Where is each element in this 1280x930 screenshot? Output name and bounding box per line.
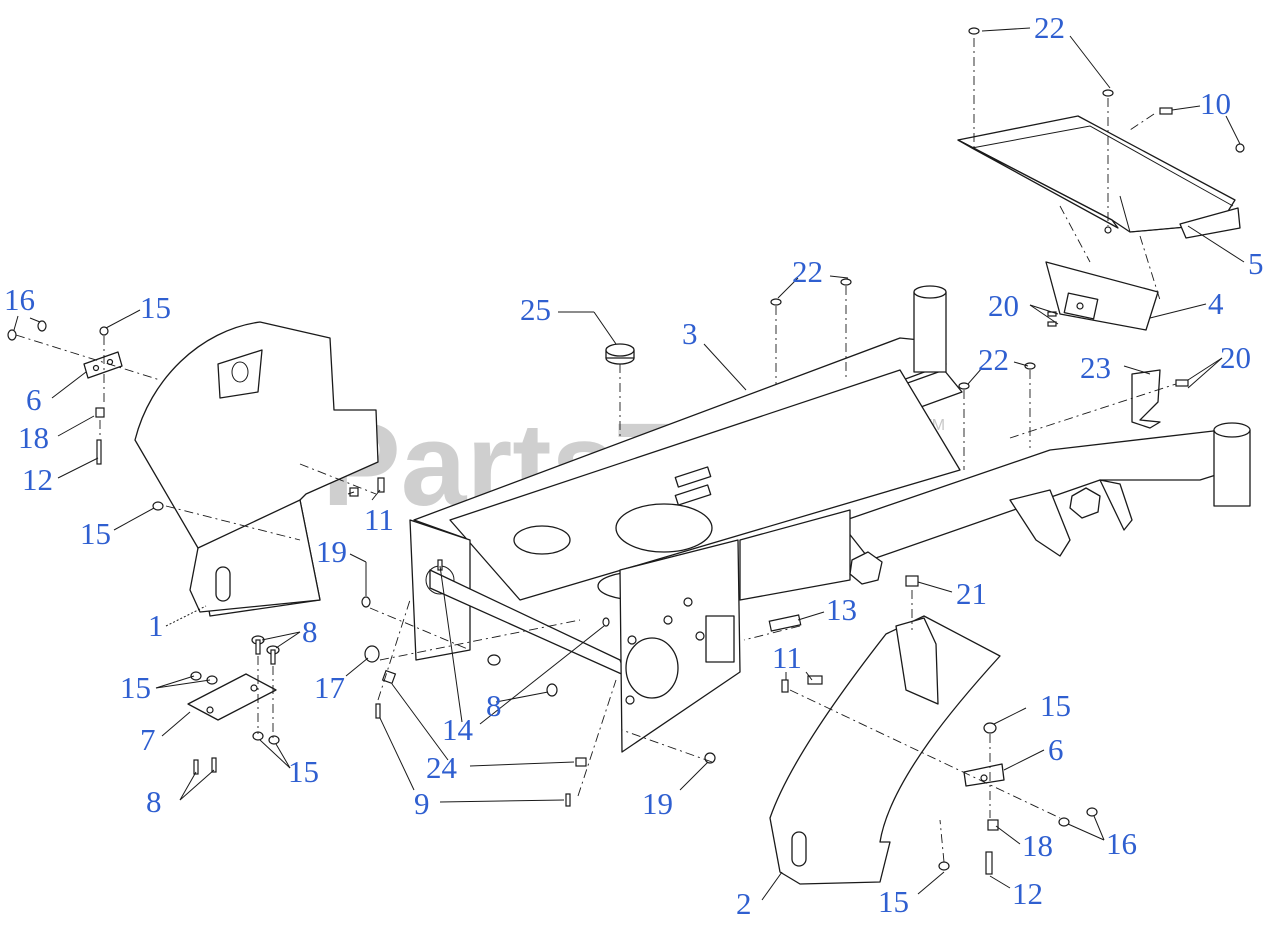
callout-7: 7	[140, 722, 156, 757]
callout-4: 4	[1208, 286, 1224, 321]
callout-9: 9	[414, 786, 430, 821]
callout-12-right: 12	[1012, 876, 1043, 911]
callout-22-top: 22	[1034, 10, 1065, 45]
callout-18-right: 18	[1022, 828, 1053, 863]
callout-12-left: 12	[22, 462, 53, 497]
callout-8-lower: 8	[146, 784, 162, 819]
callout-19-left: 19	[316, 534, 347, 569]
assembly-centerlines	[15, 38, 1177, 863]
callout-20-right: 20	[1220, 340, 1251, 375]
callout-13: 13	[826, 592, 857, 627]
callout-18-left: 18	[18, 420, 49, 455]
callout-23: 23	[1080, 350, 1111, 385]
callout-11-left: 11	[364, 502, 394, 537]
callout-15-bracket-left: 15	[120, 670, 151, 705]
plate-part-7	[187, 673, 277, 721]
callout-24: 24	[426, 750, 458, 785]
callout-22-middle: 22	[792, 254, 823, 289]
plug-part-25	[605, 343, 635, 365]
bracket-part-6-left	[83, 351, 123, 379]
callout-15-top-left: 15	[140, 290, 171, 325]
callout-6-right: 6	[1048, 732, 1064, 767]
callout-10: 10	[1200, 86, 1231, 121]
callout-11-right: 11	[772, 640, 802, 675]
callout-25: 25	[520, 292, 551, 327]
callout-3: 3	[682, 316, 698, 351]
callout-8-upper: 8	[302, 614, 318, 649]
callout-1: 1	[148, 608, 164, 643]
callout-21: 21	[956, 576, 987, 611]
main-frame-part-3	[409, 285, 1251, 753]
top-shield-part-5	[957, 115, 1241, 239]
callout-17: 17	[314, 670, 345, 705]
plate-part-4	[1045, 261, 1159, 331]
right-fender-part-2	[769, 615, 1001, 885]
callout-15-mid-left: 15	[80, 516, 111, 551]
callout-19-right: 19	[642, 786, 673, 821]
bracket-part-6-right	[963, 763, 1005, 787]
bracket-part-23	[1131, 369, 1161, 429]
callout-15-right-upper: 15	[1040, 688, 1071, 723]
callout-8-middle: 8	[486, 688, 502, 723]
callout-20-upper: 20	[988, 288, 1019, 323]
callout-16-right: 16	[1106, 826, 1137, 861]
leader-lines	[13, 27, 1245, 901]
callout-15-right-lower: 15	[878, 884, 909, 919]
callout-22-right: 22	[978, 342, 1009, 377]
part-callouts: 22 10 5 4 20 20 23 22 22 3 25 16 15 6 18…	[4, 10, 1264, 921]
callout-2: 2	[736, 886, 752, 921]
callout-15-bottom-left: 15	[288, 754, 319, 789]
callout-5: 5	[1248, 246, 1264, 281]
callout-16-left: 16	[4, 282, 35, 317]
left-fender-part-1	[134, 321, 379, 617]
callout-14: 14	[442, 712, 474, 747]
callout-6-left: 6	[26, 382, 42, 417]
